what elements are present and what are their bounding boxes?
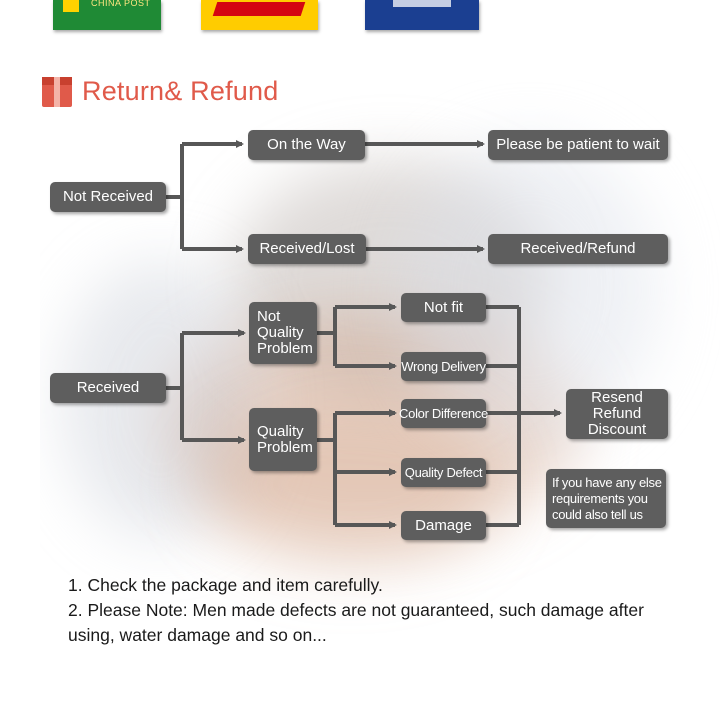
node-please-be-patient: Please be patient to wait <box>488 130 668 160</box>
package-box-icon <box>42 76 72 107</box>
node-color-difference: Color Difference <box>399 399 488 428</box>
node-not-fit: Not fit <box>401 293 486 322</box>
node-wrong-delivery: Wrong Delivery <box>401 352 486 381</box>
page-title: Return& Refund <box>82 76 279 106</box>
section-heading: Return& Refund <box>42 76 278 107</box>
node-resend-refund-discount: Resend Refund Discount <box>566 389 668 439</box>
ems-wordmark-icon <box>393 0 451 7</box>
node-received-lost: Received/Lost <box>248 234 366 264</box>
node-not-quality-problem: Not Quality Problem <box>249 302 317 364</box>
node-not-received: Not Received <box>50 182 166 212</box>
handshake-background-image <box>40 80 720 650</box>
node-on-the-way: On the Way <box>248 130 365 160</box>
china-post-logo: CHINA POST <box>53 0 161 30</box>
ems-logo <box>365 0 479 30</box>
china-post-label: CHINA POST <box>91 0 151 8</box>
note-line-2: 2. Please Note: Men made defects are not… <box>68 600 644 645</box>
note-line-1: 1. Check the package and item carefully. <box>68 575 383 595</box>
node-received-refund: Received/Refund <box>488 234 668 264</box>
node-quality-defect: Quality Defect <box>401 458 486 487</box>
notes-block: 1. Check the package and item carefully.… <box>68 573 688 648</box>
dhl-logo <box>201 0 318 30</box>
china-post-emblem-icon <box>63 0 79 12</box>
node-quality-problem: Quality Problem <box>249 408 317 471</box>
node-received: Received <box>50 373 166 403</box>
node-other-requirements: If you have any else requirements you co… <box>546 469 666 528</box>
node-damage: Damage <box>401 511 486 540</box>
